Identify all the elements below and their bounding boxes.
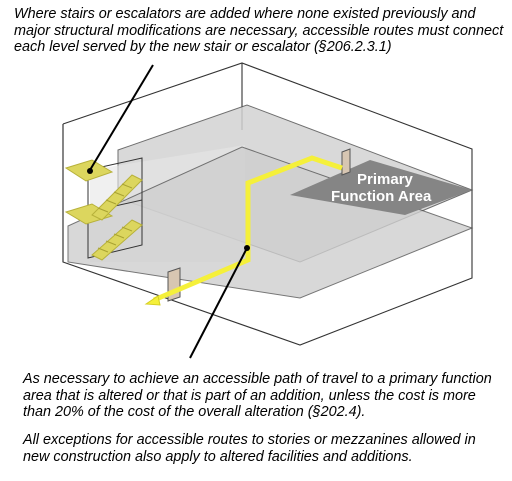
- leader-dot-bottom: [244, 245, 250, 251]
- upper-door: [341, 148, 351, 176]
- caption-bottom-2: All exceptions for accessible routes to …: [23, 432, 476, 465]
- primary-function-area: [290, 160, 472, 215]
- lower-floor: [67, 146, 474, 299]
- leader-line-top: [89, 64, 154, 171]
- caption-top: Where stairs or escalators are added whe…: [14, 6, 504, 55]
- leader-line-bottom: [189, 247, 248, 359]
- area-label-line1: Primary: [357, 171, 414, 188]
- stair-treads: [97, 183, 133, 253]
- leader-dot-top: [87, 168, 93, 174]
- lower-door: [167, 267, 181, 302]
- area-label-line2: Function Area: [331, 188, 432, 205]
- caption-bottom-1: As necessary to achieve an accessible pa…: [23, 371, 492, 420]
- accessible-route: [153, 155, 343, 303]
- route-arrowhead: [144, 295, 161, 306]
